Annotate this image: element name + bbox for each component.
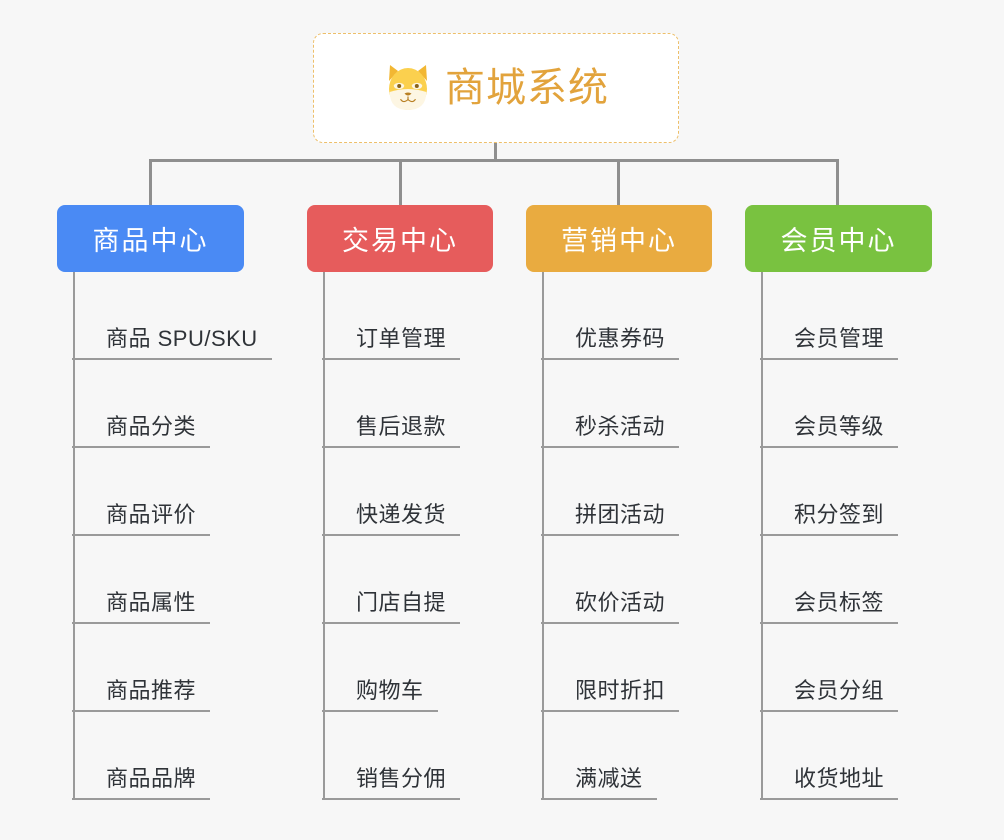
list-item-label: 订单管理 [356,326,447,351]
list-item[interactable]: 满减送 [541,712,712,800]
connector-drop-1 [149,159,152,205]
branch-spine [761,272,763,800]
list-item-label: 会员标签 [794,590,885,615]
branch-column-4: 会员中心 会员管理 会员等级 积分签到 会员标签 会员分组 收货地址 [745,205,932,800]
list-item-label: 商品品牌 [106,766,197,791]
branch-column-1: 商品中心 商品 SPU/SKU 商品分类 商品评价 商品属性 商品推荐 商品品牌 [57,205,272,800]
branch-header-2[interactable]: 交易中心 [307,205,493,272]
list-item[interactable]: 会员等级 [760,360,932,448]
branch-spine [323,272,325,800]
branch-items-3: 优惠券码 秒杀活动 拼团活动 砍价活动 限时折扣 满减送 [541,272,712,800]
list-item-label: 拼团活动 [575,502,666,527]
root-node[interactable]: 商城系统 [313,33,679,143]
list-item[interactable]: 拼团活动 [541,448,712,536]
list-item[interactable]: 销售分佣 [322,712,493,800]
list-item-label: 商品属性 [106,590,197,615]
list-item-label: 会员分组 [794,678,885,703]
list-item[interactable]: 商品 SPU/SKU [72,272,272,360]
list-item[interactable]: 商品评价 [72,448,244,536]
branch-header-label: 会员中心 [780,226,897,256]
list-item-label: 商品评价 [106,502,197,527]
list-item[interactable]: 砍价活动 [541,536,712,624]
list-item-label: 限时折扣 [575,678,666,703]
branch-header-label: 营销中心 [561,226,677,256]
connector-drop-3 [617,159,620,205]
list-item-label: 满减送 [575,766,643,791]
list-item-label: 快递发货 [356,502,447,527]
branch-column-3: 营销中心 优惠券码 秒杀活动 拼团活动 砍价活动 限时折扣 满减送 [526,205,712,800]
root-title: 商城系统 [445,66,609,110]
branch-column-2: 交易中心 订单管理 售后退款 快递发货 门店自提 购物车 销售分佣 [307,205,493,800]
list-item-label: 会员管理 [794,326,885,351]
branch-header-1[interactable]: 商品中心 [57,205,244,272]
list-item-label: 商品 SPU/SKU [106,326,258,351]
connector-bus [149,159,839,162]
list-item-label: 售后退款 [356,414,447,439]
list-item[interactable]: 优惠券码 [541,272,712,360]
list-item[interactable]: 购物车 [322,624,493,712]
list-item[interactable]: 限时折扣 [541,624,712,712]
list-item-label: 购物车 [356,678,424,703]
list-item[interactable]: 商品推荐 [72,624,244,712]
connector-drop-4 [836,159,839,205]
list-item[interactable]: 会员标签 [760,536,932,624]
list-item-label: 砍价活动 [575,590,666,615]
list-item[interactable]: 会员分组 [760,624,932,712]
list-item[interactable]: 门店自提 [322,536,493,624]
branch-items-2: 订单管理 售后退款 快递发货 门店自提 购物车 销售分佣 [322,272,493,800]
branch-items-1: 商品 SPU/SKU 商品分类 商品评价 商品属性 商品推荐 商品品牌 [72,272,272,800]
list-item[interactable]: 秒杀活动 [541,360,712,448]
branch-spine [73,272,75,800]
list-item-label: 商品推荐 [106,678,197,703]
list-item[interactable]: 商品属性 [72,536,244,624]
list-item-label: 收货地址 [794,766,885,791]
branch-header-4[interactable]: 会员中心 [745,205,932,272]
list-item[interactable]: 收货地址 [760,712,932,800]
list-item-label: 销售分佣 [356,766,447,791]
branch-header-label: 商品中心 [92,226,209,256]
branch-items-4: 会员管理 会员等级 积分签到 会员标签 会员分组 收货地址 [760,272,932,800]
list-item-label: 会员等级 [794,414,885,439]
list-item[interactable]: 会员管理 [760,272,932,360]
list-item[interactable]: 售后退款 [322,360,493,448]
list-item-label: 秒杀活动 [575,414,666,439]
branch-header-label: 交易中心 [342,226,458,256]
list-item[interactable]: 快递发货 [322,448,493,536]
branch-header-3[interactable]: 营销中心 [526,205,712,272]
branch-spine [542,272,544,800]
connector-stem [494,143,497,162]
list-item-label: 优惠券码 [575,326,666,351]
shiba-dog-face-icon [389,65,427,110]
list-item[interactable]: 积分签到 [760,448,932,536]
list-item-label: 商品分类 [106,414,197,439]
connector-drop-2 [399,159,402,205]
list-item-label: 积分签到 [794,502,885,527]
list-item[interactable]: 商品品牌 [72,712,244,800]
list-item[interactable]: 商品分类 [72,360,244,448]
list-item[interactable]: 订单管理 [322,272,493,360]
list-item-label: 门店自提 [356,590,447,615]
